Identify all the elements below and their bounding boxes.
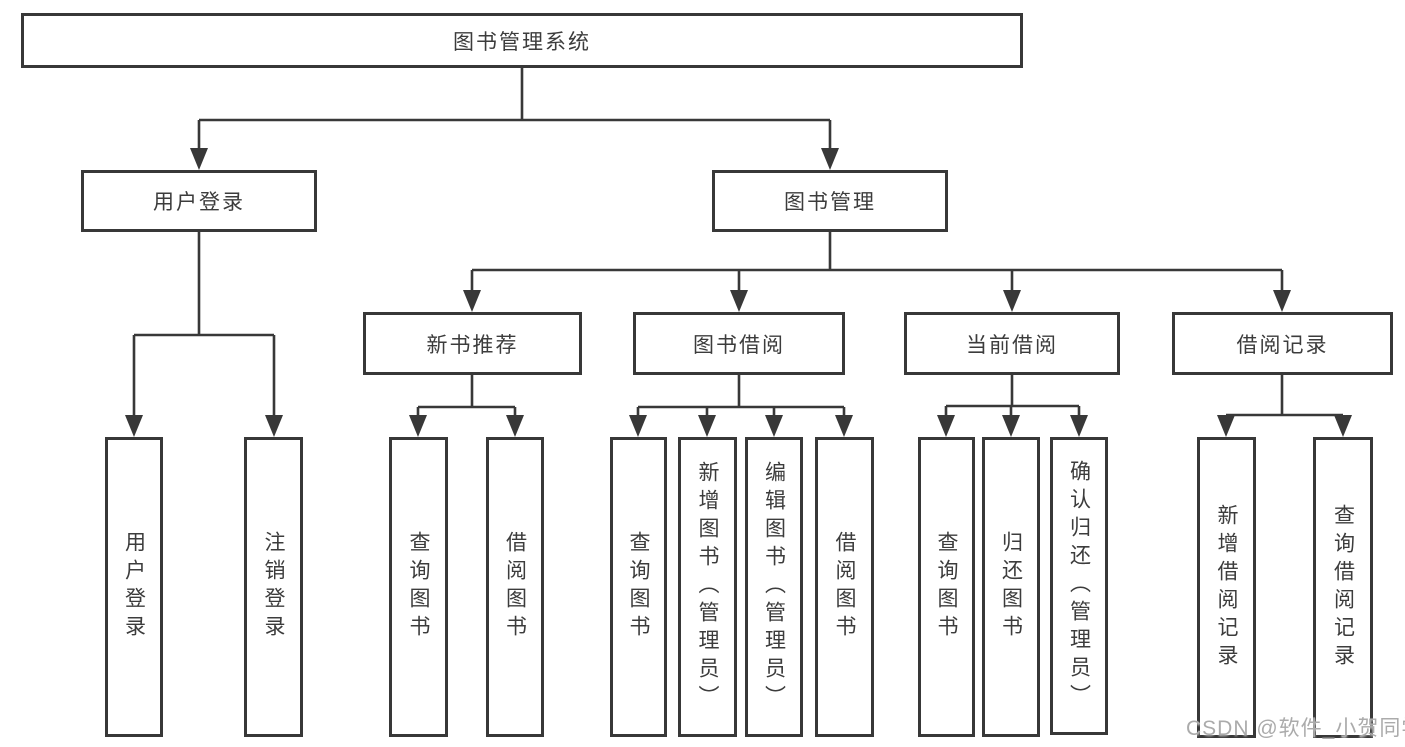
leaf-cb-query-books: 查询图书	[918, 437, 975, 737]
leaf-cb-query-books-label: 查询图书	[935, 531, 958, 643]
node-book-borrow: 图书借阅	[633, 312, 845, 375]
node-root-label: 图书管理系统	[453, 30, 591, 54]
leaf-bb-add-books-label: 新增图书（管理员）	[696, 461, 719, 713]
leaf-nbr-borrow-books: 借阅图书	[486, 437, 544, 737]
leaf-br-add-record: 新增借阅记录	[1197, 437, 1256, 738]
node-book-borrow-label: 图书借阅	[693, 333, 785, 357]
node-user-login-label: 用户登录	[153, 191, 245, 214]
leaf-br-query-record-label: 查询借阅记录	[1331, 503, 1355, 672]
connector-paths	[132, 68, 1345, 420]
leaf-nbr-borrow-books-label: 借阅图书	[503, 531, 527, 643]
leaf-cb-confirm-return-label: 确认归还（管理员）	[1067, 460, 1091, 712]
node-new-book-rec: 新书推荐	[363, 312, 582, 375]
leaf-cb-return-books-label: 归还图书	[999, 531, 1023, 643]
leaf-user-login: 用户登录	[105, 437, 163, 737]
node-root: 图书管理系统	[21, 13, 1023, 68]
leaf-user-login-label: 用户登录	[122, 531, 146, 643]
node-book-mgmt: 图书管理	[712, 170, 948, 232]
node-new-book-rec-label: 新书推荐	[426, 333, 519, 357]
csdn-watermark: CSDN @软件_小贺同学	[1186, 717, 1405, 740]
leaf-logout: 注销登录	[244, 437, 303, 737]
leaf-bb-borrow-books: 借阅图书	[815, 437, 874, 737]
leaf-bb-add-books: 新增图书（管理员）	[678, 437, 737, 737]
node-borrow-records: 借阅记录	[1172, 312, 1393, 375]
node-current-borrow-label: 当前借阅	[966, 333, 1058, 357]
leaf-logout-label: 注销登录	[262, 531, 285, 643]
node-borrow-records-label: 借阅记录	[1236, 333, 1329, 357]
leaf-cb-return-books: 归还图书	[982, 437, 1040, 737]
leaf-cb-confirm-return: 确认归还（管理员）	[1050, 437, 1108, 735]
leaf-bb-query-books-label: 查询图书	[627, 531, 650, 643]
leaf-br-query-record: 查询借阅记录	[1313, 437, 1373, 738]
node-current-borrow: 当前借阅	[904, 312, 1120, 375]
leaf-bb-query-books: 查询图书	[610, 437, 667, 737]
connector-arrows	[125, 148, 1352, 437]
leaf-br-add-record-label: 新增借阅记录	[1215, 503, 1238, 672]
leaf-bb-edit-books-label: 编辑图书（管理员）	[762, 461, 786, 713]
leaf-nbr-query-books: 查询图书	[389, 437, 448, 737]
leaf-bb-edit-books: 编辑图书（管理员）	[745, 437, 803, 737]
leaf-bb-borrow-books-label: 借阅图书	[833, 531, 856, 643]
node-book-mgmt-label: 图书管理	[784, 191, 876, 214]
leaf-nbr-query-books-label: 查询图书	[407, 531, 430, 643]
node-user-login: 用户登录	[81, 170, 317, 232]
